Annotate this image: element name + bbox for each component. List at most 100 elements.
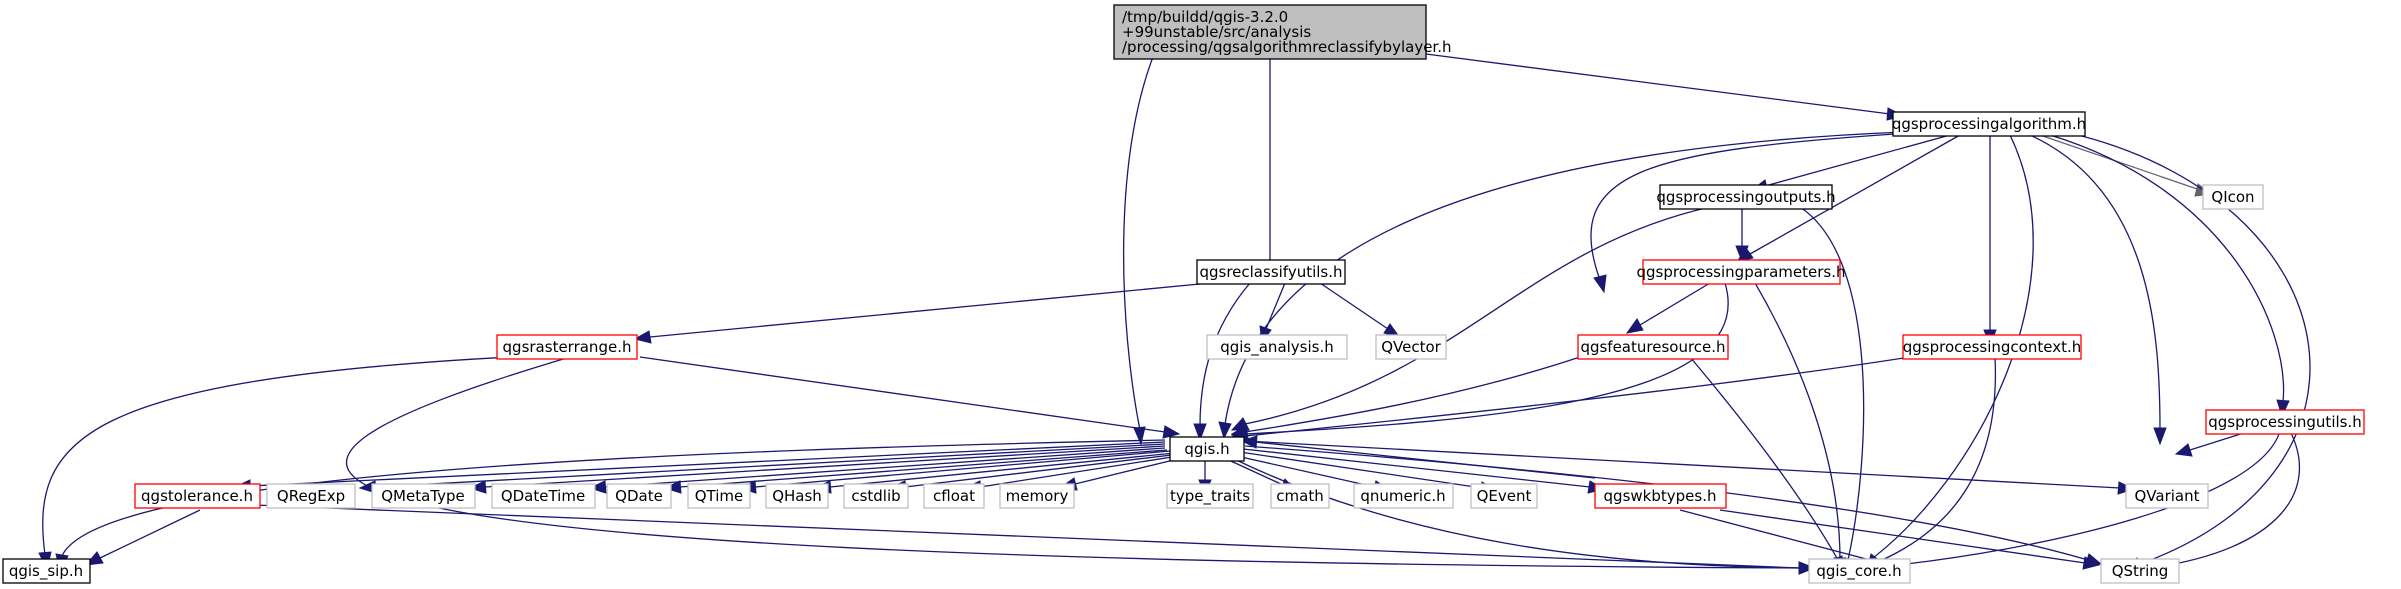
node-qgsprocessingparameters[interactable]: qgsprocessingparameters.h — [1637, 259, 1846, 285]
arrowhead — [1593, 274, 1607, 294]
node-qgsreclassifyutils[interactable]: qgsreclassifyutils.h — [1196, 259, 1346, 285]
node-box — [1642, 259, 1841, 285]
node-label: +99unstable/src/analysis — [1122, 23, 1311, 41]
node-box — [687, 483, 751, 509]
node-box — [2, 558, 91, 584]
node-qgis-sip[interactable]: qgis_sip.h — [2, 558, 91, 584]
arrowhead — [468, 480, 487, 494]
node-box — [1470, 483, 1538, 509]
node-qicon[interactable]: QIcon — [2202, 184, 2264, 210]
edge-qgis-to-qgswkbtypes — [1242, 448, 1591, 488]
node-memory[interactable]: memory — [999, 483, 1075, 509]
node-box — [491, 483, 596, 509]
node-box — [496, 334, 638, 360]
edge-qgis-to-qvariant — [1244, 440, 2121, 489]
edge-reclassifyutils-to-qgisanalysis — [1265, 282, 1286, 330]
edge-qgstolerance-to-qgiscore — [254, 504, 1801, 569]
edge-rasterrange-to-qgissip — [42, 356, 511, 556]
node-label: qgis_analysis.h — [1220, 338, 1334, 357]
node-qdate[interactable]: QDate — [606, 483, 672, 509]
arrowhead — [2082, 556, 2101, 570]
arrowhead — [2174, 443, 2193, 457]
node-qmetatype[interactable]: QMetaType — [371, 483, 476, 509]
node-qhash[interactable]: QHash — [765, 483, 829, 509]
edge-featuresource-to-qgiscore — [1689, 356, 1839, 561]
node-qevent[interactable]: QEvent — [1470, 483, 1538, 509]
arrowhead — [1218, 421, 1232, 440]
node-qdatetime[interactable]: QDateTime — [491, 483, 596, 509]
node-label: QHash — [772, 487, 822, 505]
edge-root-to-processingalgorithm — [1425, 53, 1891, 115]
edge-outputs-to-qgiscore — [1799, 206, 1865, 561]
edge-qgis-to-qgstolerance — [249, 441, 1166, 487]
node-qgis[interactable]: qgis.h — [1169, 436, 1245, 462]
edge-qgstolerance-to-qgissip — [99, 509, 201, 559]
node-qvector[interactable]: QVector — [1375, 334, 1447, 360]
node-label: qgstolerance.h — [141, 487, 253, 505]
arrowhead — [1133, 426, 1146, 446]
arrowhead — [1735, 245, 1749, 263]
node-box — [134, 483, 261, 509]
arrowhead — [1193, 423, 1207, 442]
edge-qgis-to-qevent — [1239, 451, 1483, 489]
node-qgis-analysis[interactable]: qgis_analysis.h — [1206, 334, 1348, 360]
node-label: QVariant — [2134, 487, 2199, 505]
node-box — [1577, 334, 1729, 360]
node-cfloat[interactable]: cfloat — [923, 483, 985, 509]
edge-algorithm-to-qgiscore — [1864, 134, 2034, 565]
edge-parameters-to-featuresource — [1639, 282, 1711, 326]
node-box — [1594, 483, 1727, 509]
node-qgsfeaturesource[interactable]: qgsfeaturesource.h — [1577, 334, 1729, 360]
node-qgis-core[interactable]: qgis_core.h — [1808, 558, 1911, 584]
node-box — [1353, 483, 1454, 509]
node-box — [843, 483, 909, 509]
arrowhead — [1162, 425, 1181, 439]
node-label: memory — [1006, 487, 1069, 505]
edge-qgswkbtypes-to-qgiscore — [1679, 509, 1871, 561]
edge-root-to-qgis — [1122, 39, 1161, 431]
edge-algorithm-to-processingutils — [2049, 134, 2285, 403]
node-qgsprocessingoutputs[interactable]: qgsprocessingoutputs.h — [1656, 184, 1836, 210]
node-label: QRegExp — [277, 487, 345, 505]
node-box — [999, 483, 1075, 509]
node-qgswkbtypes[interactable]: qgswkbtypes.h — [1594, 483, 1727, 509]
node-label: qgswkbtypes.h — [1604, 487, 1717, 505]
node-qgsrasterrange[interactable]: qgsrasterrange.h — [496, 334, 638, 360]
node-label: cmath — [1276, 487, 1323, 505]
node-label: qgsprocessingoutputs.h — [1656, 188, 1835, 206]
edge-qgis-to-qstring — [1244, 445, 2089, 561]
edge-outputs-to-qgis — [1244, 206, 1711, 425]
node-box — [1902, 334, 2082, 360]
node-qgsprocessingcontext[interactable]: qgsprocessingcontext.h — [1902, 334, 2082, 360]
node-box — [606, 483, 672, 509]
node-qregexp[interactable]: QRegExp — [266, 483, 356, 509]
arrowhead — [633, 330, 652, 344]
node-box — [1113, 4, 1427, 60]
edge-qgis-to-qnumeric — [1231, 454, 1376, 488]
node-box — [371, 483, 476, 509]
node-cmath[interactable]: cmath — [1270, 483, 1330, 509]
node-cstdlib[interactable]: cstdlib — [843, 483, 909, 509]
node-qgstolerance[interactable]: qgstolerance.h — [134, 483, 261, 509]
node-qtime[interactable]: QTime — [687, 483, 751, 509]
node-label: qgsfeaturesource.h — [1580, 338, 1725, 356]
node-label: /processing/qgsalgorithmreclassifybylaye… — [1122, 38, 1452, 56]
edge-qgis-to-qgissip — [61, 439, 1166, 557]
edge-algorithm-to-qstring — [2069, 132, 2311, 565]
node-box — [1196, 259, 1346, 285]
node-type-traits[interactable]: type_traits — [1166, 483, 1254, 509]
node-qvariant[interactable]: QVariant — [2125, 483, 2209, 509]
node-box — [2205, 409, 2365, 435]
edge-qgis-to-cstdlib — [904, 453, 1181, 488]
edge-qgswkbtypes-to-qstring — [1719, 509, 2086, 564]
node-root[interactable]: /tmp/buildd/qgis-3.2.0 +99unstable/src/a… — [1113, 4, 1452, 60]
node-qgsprocessingutils[interactable]: qgsprocessingutils.h — [2205, 409, 2365, 435]
edge-qgis-to-qregexp — [374, 443, 1166, 488]
node-qgsprocessingalgorithm[interactable]: qgsprocessingalgorithm.h — [1892, 111, 2086, 137]
edge-algorithm-to-qicon — [2039, 134, 2201, 191]
node-label: cstdlib — [851, 487, 900, 505]
node-qnumeric[interactable]: qnumeric.h — [1353, 483, 1454, 509]
node-label: QEvent — [1477, 487, 1532, 505]
node-qstring[interactable]: QString — [2100, 558, 2180, 584]
node-label: QMetaType — [381, 487, 465, 505]
